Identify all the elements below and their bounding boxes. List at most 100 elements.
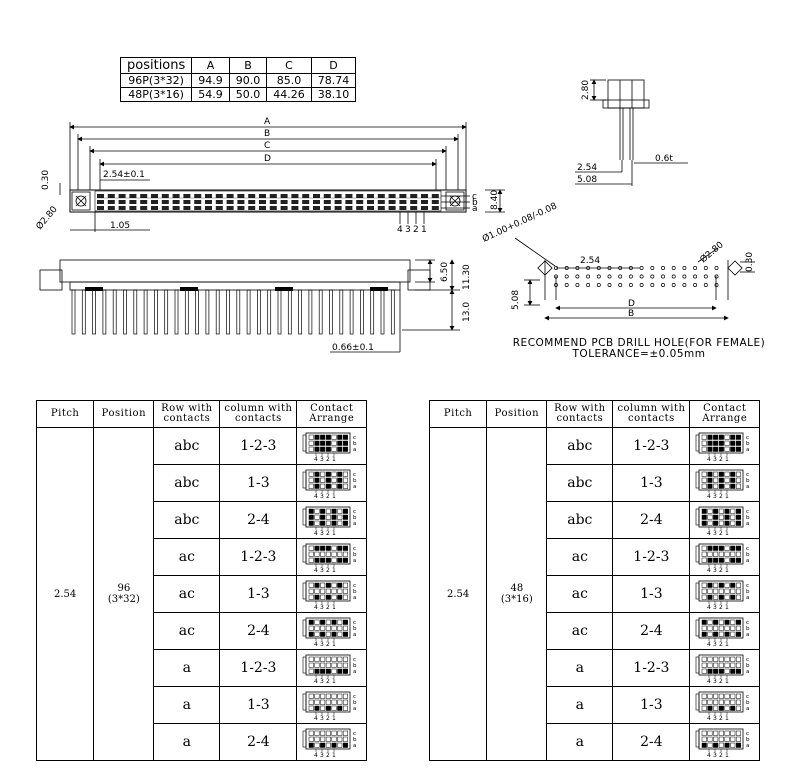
row-contacts-cell: abc (546, 501, 614, 539)
mini-contact (707, 545, 713, 551)
mini-ear (695, 545, 700, 563)
pcb-hole (661, 283, 665, 287)
elevation-pin (164, 289, 169, 335)
mini-col-label: 4 (707, 456, 711, 461)
mini-contact (707, 551, 713, 557)
col-label-2: 2 (413, 225, 419, 235)
mini-contact (701, 656, 707, 662)
mini-contact (724, 588, 730, 594)
column-contacts-cell: 1-2-3 (612, 427, 691, 465)
mini-contact (724, 730, 730, 736)
column-contacts-cell: 1-3 (612, 464, 691, 502)
header-cell: Pitch (35, 400, 95, 428)
front-pin (345, 194, 353, 198)
mini-row-label: a (746, 632, 749, 638)
mini-contact (331, 582, 337, 588)
mini-contact (718, 668, 724, 674)
mini-contact (319, 545, 325, 551)
mini-contact (718, 619, 724, 625)
mini-row-label: b (353, 478, 357, 484)
mini-ear (302, 545, 307, 563)
mini-contact (342, 625, 348, 631)
mini-col-label: 2 (719, 678, 723, 683)
front-pin (291, 206, 299, 210)
mini-contact (325, 520, 331, 526)
mini-contact (325, 736, 331, 742)
column-contacts-cell: 2-4 (219, 612, 298, 650)
mini-contact (735, 693, 741, 699)
mini-contact (707, 588, 713, 594)
position-sub: (3*32) (107, 594, 140, 605)
pcb-hole (554, 283, 558, 287)
mini-row-label: a (353, 669, 356, 675)
mini-row-label: c (353, 472, 356, 478)
mini-contact (308, 545, 314, 551)
mini-contact (724, 656, 730, 662)
mini-contact (724, 736, 730, 742)
front-pin (431, 194, 439, 198)
elevation-pins (71, 287, 401, 352)
mini-contact (729, 582, 735, 588)
front-pin (118, 206, 126, 210)
front-pin (140, 200, 148, 204)
front-pin (97, 194, 104, 198)
pcb-hole (596, 274, 601, 279)
pcb-hole (575, 266, 580, 270)
mini-row-label: a (353, 447, 356, 453)
mini-contact (735, 508, 741, 514)
mini-contact (707, 705, 713, 711)
mini-contact (336, 440, 342, 446)
mini-contact (712, 662, 718, 668)
mini-contact (308, 699, 314, 705)
front-pin (377, 194, 385, 198)
mini-contact (325, 662, 331, 668)
mini-contact (729, 699, 735, 705)
mini-contact (308, 588, 314, 594)
column-contacts-cell: 1-2-3 (219, 427, 298, 465)
mini-col-label: 4 (707, 530, 711, 535)
mini-row-label: c (746, 694, 749, 700)
elevation-pin (329, 289, 333, 335)
mini-contact (701, 693, 707, 699)
elevation-pin (123, 289, 127, 335)
dim-cell: 50.0 (228, 87, 268, 102)
elevation-pin (287, 289, 292, 335)
mini-contact (331, 588, 337, 594)
mini-col-label: 1 (332, 752, 336, 757)
mini-contact (701, 557, 707, 563)
mini-row-label: c (746, 583, 749, 589)
mini-contact (308, 730, 314, 736)
mini-contact (325, 440, 331, 446)
mini-contact (735, 440, 741, 446)
mini-contact (325, 699, 331, 705)
column-contacts-cell: 1-2-3 (612, 538, 691, 576)
mini-contact (735, 545, 741, 551)
dim-cell: 78.74 (310, 73, 357, 88)
mini-contact (701, 514, 707, 520)
mini-contact (724, 434, 730, 440)
front-pin (323, 194, 331, 198)
pcb-row-gap: 5.08 (511, 290, 521, 310)
front-pin (345, 200, 353, 204)
mini-contact (308, 619, 314, 625)
mini-contact (342, 508, 348, 514)
mini-contact (729, 588, 735, 594)
elevation-pin (81, 289, 86, 335)
front-pin (313, 194, 320, 198)
mini-row-label: b (746, 441, 750, 447)
elevation-pin (390, 289, 395, 335)
mini-contact (701, 736, 707, 742)
front-pin (161, 206, 169, 210)
row-contacts-cell: abc (153, 501, 221, 539)
side-height: 2.80 (581, 80, 591, 100)
position-cell: 48(3*16) (486, 427, 548, 761)
mini-col-label: 1 (332, 604, 336, 609)
mini-contact (336, 662, 342, 668)
mini-contact (325, 557, 331, 563)
mini-contact (718, 656, 724, 662)
front-pin (172, 194, 180, 198)
mini-contact (336, 693, 342, 699)
